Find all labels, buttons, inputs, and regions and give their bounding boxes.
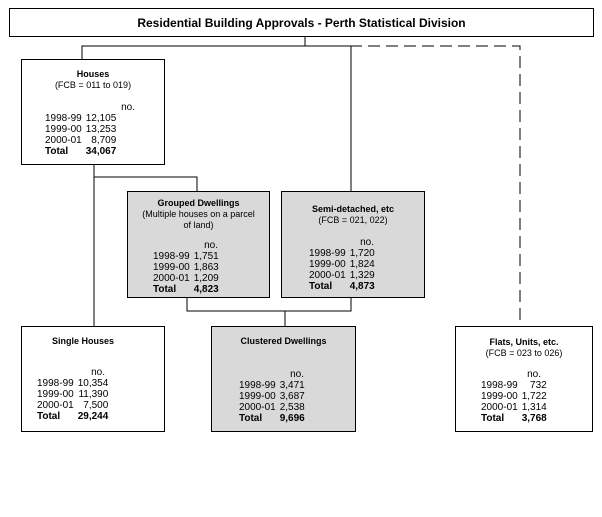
year-label: 1998-99 (45, 113, 82, 124)
total-label: Total (153, 284, 177, 295)
node-semi-detached: Semi-detached, etc (FCB = 021, 022) no. … (281, 191, 425, 298)
value: 7,500 (83, 400, 109, 411)
year-label: 1998-99 (37, 378, 74, 389)
total-label: Total (37, 411, 61, 422)
year-label: 1999-00 (309, 259, 346, 270)
year-label: 1999-00 (153, 262, 190, 273)
year-label: 1998-99 (239, 380, 276, 391)
value: 11,390 (78, 389, 109, 400)
total-value: 4,823 (193, 284, 219, 295)
total-value: 4,873 (349, 281, 375, 292)
value: 1,329 (349, 270, 375, 281)
node-flats-units: Flats, Units, etc. (FCB = 023 to 026) no… (455, 326, 593, 432)
total-value: 3,768 (521, 413, 547, 424)
year-label: 2000-01 (239, 402, 276, 413)
year-label: 1998-99 (481, 380, 518, 391)
year-label: 1999-00 (481, 391, 518, 402)
unit-label: no. (91, 367, 105, 378)
year-label: 2000-01 (309, 270, 346, 281)
value: 10,354 (77, 378, 109, 389)
node-title: Grouped Dwellings (157, 198, 240, 208)
connector-title-flats-dashed (304, 37, 521, 326)
value: 12,105 (85, 113, 117, 124)
year-label: 1998-99 (153, 251, 190, 262)
value: 1,722 (521, 391, 547, 402)
node-subtitle: (FCB = 011 to 019) (54, 80, 132, 90)
value: 1,209 (193, 273, 219, 284)
value: 8,709 (91, 135, 117, 146)
node-title: Houses (76, 69, 110, 79)
value: 1,314 (521, 402, 547, 413)
node-grouped-dwellings: Grouped Dwellings (Multiple houses on a … (127, 191, 270, 298)
value: 13,253 (85, 124, 117, 135)
connector-title-semi (305, 45, 352, 191)
total-value: 34,067 (85, 146, 117, 157)
value: 1,751 (193, 251, 219, 262)
node-title: Semi-detached, etc (311, 204, 395, 214)
total-value: 29,244 (77, 411, 109, 422)
node-subtitle: (Multiple houses on a parcel of land) (142, 209, 255, 230)
year-label: 1999-00 (45, 124, 82, 135)
unit-label: no. (204, 240, 218, 251)
connector-houses-grouped (94, 176, 198, 191)
total-label: Total (481, 413, 505, 424)
unit-label: no. (527, 369, 541, 380)
value: 732 (530, 380, 547, 391)
node-title: Flats, Units, etc. (489, 337, 559, 347)
year-label: 2000-01 (481, 402, 518, 413)
year-label: 1998-99 (309, 248, 346, 259)
value: 1,720 (349, 248, 375, 259)
connector-title-houses (81, 37, 306, 59)
unit-label: no. (360, 237, 374, 248)
year-label: 2000-01 (153, 273, 190, 284)
year-label: 2000-01 (37, 400, 74, 411)
year-label: 2000-01 (45, 135, 82, 146)
node-title: Single Houses (51, 336, 114, 346)
total-label: Total (239, 413, 263, 424)
unit-label: no. (290, 369, 304, 380)
year-label: 1999-00 (239, 391, 276, 402)
year-label: 1999-00 (37, 389, 74, 400)
total-label: Total (45, 146, 69, 157)
node-subtitle: (FCB = 021, 022) (318, 215, 388, 225)
connector-grouped-clustered (186, 298, 352, 312)
value: 3,687 (279, 391, 305, 402)
total-value: 9,696 (279, 413, 305, 424)
value: 1,824 (349, 259, 375, 270)
total-label: Total (309, 281, 333, 292)
unit-label: no. (121, 102, 135, 113)
value: 3,471 (279, 380, 305, 391)
value: 2,538 (279, 402, 305, 413)
node-title: Clustered Dwellings (240, 336, 327, 346)
diagram-title: Residential Building Approvals - Perth S… (9, 8, 594, 37)
value: 1,863 (193, 262, 219, 273)
node-subtitle: (FCB = 023 to 026) (485, 348, 563, 358)
